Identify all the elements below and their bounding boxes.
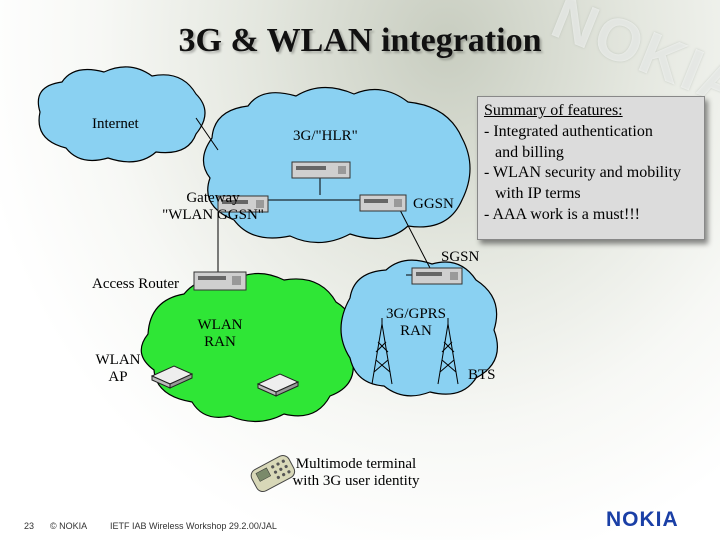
event-name: IETF IAB Wireless Workshop 29.2.00/JAL xyxy=(110,521,277,531)
wlan-ap-left xyxy=(150,365,194,389)
ggsn-label: GGSN xyxy=(413,196,454,212)
access-router-label: Access Router xyxy=(92,276,180,292)
page-number: 23 xyxy=(24,521,35,531)
gateway-label-line1: Gateway xyxy=(186,190,240,206)
bts-tower-right xyxy=(437,318,459,385)
wlan-ap-right xyxy=(256,373,300,397)
bts-label: BTS xyxy=(468,367,496,383)
gateway-label-line2: "WLAN GGSN" xyxy=(162,207,264,224)
summary-item: with IP terms xyxy=(495,185,581,203)
hlr-server xyxy=(291,161,351,179)
network-links xyxy=(195,117,431,276)
ggsn-server xyxy=(359,194,407,212)
sgsn-server xyxy=(411,267,463,285)
wlan-ran-label-line2: RAN xyxy=(204,334,236,351)
terminal-label: Multimode terminal with 3G user identity xyxy=(276,456,436,491)
gprs-ran-label: 3G/GPRS RAN xyxy=(374,306,458,341)
summary-item: - Integrated authentication xyxy=(484,122,653,140)
multimode-terminal xyxy=(250,455,296,493)
wlan-ran-label-line1: WLAN xyxy=(197,317,243,333)
wlan-ran-label: WLAN RAN xyxy=(186,317,254,352)
gateway-server xyxy=(217,195,269,213)
slide-title: 3G & WLAN integration xyxy=(178,22,542,59)
summary-title: Summary of features: xyxy=(484,102,623,119)
gateway-label: Gateway "WLAN GGSN" xyxy=(150,190,276,225)
internet-label: Internet xyxy=(92,116,139,132)
hlr-label: 3G/"HLR" xyxy=(293,128,358,144)
gprs-ran-cloud xyxy=(340,259,498,397)
summary-item: - AAA work is a must!!! xyxy=(484,205,640,223)
terminal-label-line2: with 3G user identity xyxy=(292,473,420,490)
summary-item: - WLAN security and mobility xyxy=(484,164,681,182)
gprs-ran-label-line1: 3G/GPRS xyxy=(385,306,447,322)
wlan-ap-label-line2: AP xyxy=(108,369,128,386)
wlan-ap-label: WLAN AP xyxy=(88,352,148,387)
sgsn-label: SGSN xyxy=(441,249,480,265)
copyright: © NOKIA xyxy=(50,521,88,531)
nokia-logo: NOKIA xyxy=(606,508,679,531)
terminal-label-line1: Multimode terminal xyxy=(295,456,417,472)
access-router-server xyxy=(193,271,247,291)
bts-tower-left xyxy=(371,318,393,385)
gprs-ran-label-line2: RAN xyxy=(400,323,432,340)
wlan-ap-label-line1: WLAN xyxy=(95,352,141,368)
summary-item: and billing xyxy=(495,143,564,161)
summary-box: Summary of features: - Integrated authen… xyxy=(477,96,705,240)
internet-cloud xyxy=(37,66,206,163)
